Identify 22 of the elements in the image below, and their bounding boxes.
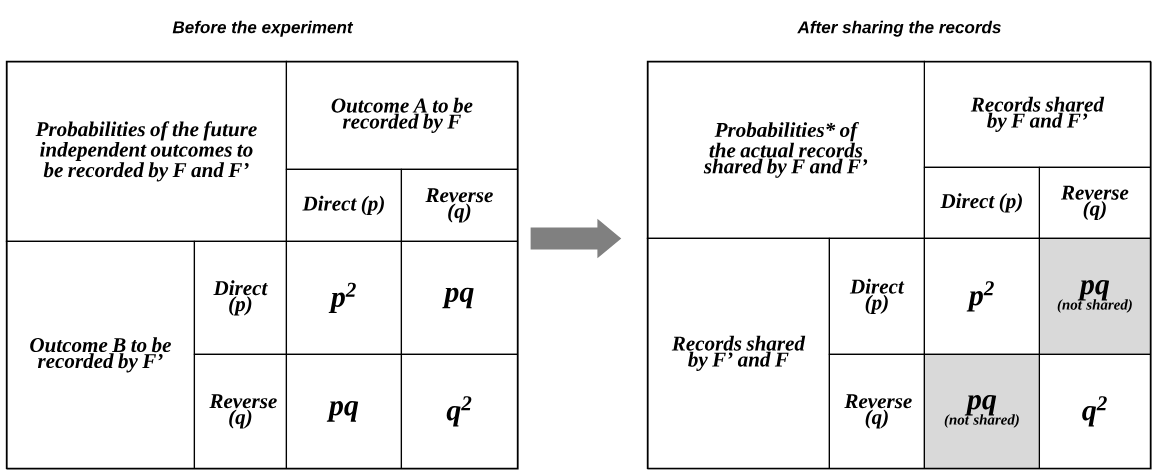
header-cell: Direct (p) [828, 237, 925, 355]
value-cell: q$^{2}$ [1038, 353, 1151, 469]
header-cell: Records shared by F’ and F [646, 237, 830, 469]
header-cell: Reverse (q) [193, 353, 288, 469]
value-cell: pq [400, 240, 518, 355]
header-cell: Outcome B to be recorded by F’ [5, 240, 195, 469]
header-cell: Direct (p) [285, 168, 402, 242]
value-cell: q$^{2}$ [400, 353, 518, 469]
header-cell: Reverse (q) [400, 168, 518, 242]
header-cell: Probabilities of the future independent outcomes to be recorded by F and F’ [5, 60, 288, 242]
header-cell: Reverse (q) [1038, 166, 1151, 239]
value-cell: pq [285, 353, 402, 469]
value-cell: pq (not shared) [1038, 237, 1151, 355]
node-label: After sharing the records [797, 20, 1001, 37]
header-cell: Outcome A to be recorded by F [285, 60, 518, 170]
value-cell: p$^{2}$ [285, 240, 402, 355]
header-cell: Records shared by F and F’ [923, 60, 1151, 168]
node-label: Before the experiment [172, 20, 354, 37]
value-cell: pq (not shared) [923, 353, 1040, 469]
header-cell: Probabilities* of the actual records shared by F and F’ [646, 60, 925, 239]
header-cell: Direct (p) [193, 240, 288, 355]
header-cell: Direct (p) [923, 166, 1040, 239]
